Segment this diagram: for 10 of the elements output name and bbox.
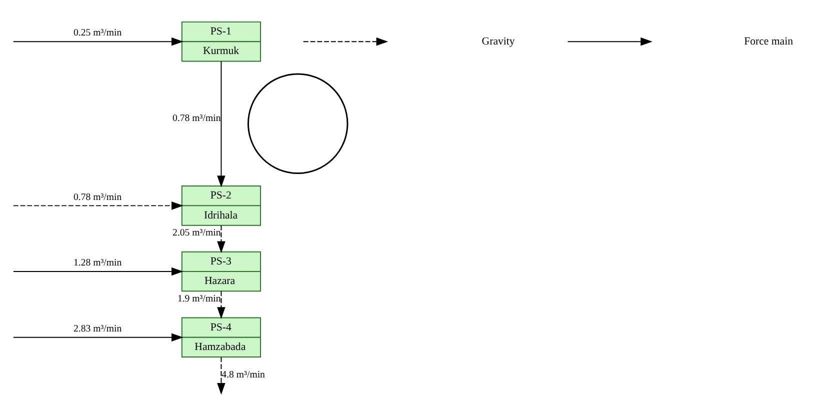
- edge-label: 0.78 m³/min: [73, 191, 122, 202]
- legend-label: Force main: [744, 34, 793, 47]
- edge-label: 2.83 m³/min: [73, 322, 122, 334]
- edge-label: 1.9 m³/min: [177, 292, 221, 304]
- edge-label: 1.28 m³/min: [73, 257, 122, 268]
- edge-label: 2.05 m³/min: [172, 226, 221, 238]
- edge-label: 0.78 m³/min: [172, 112, 221, 124]
- edge-label: 0.25 m³/min: [73, 27, 122, 38]
- edge-label: 4.8 m³/min: [222, 369, 265, 380]
- legend-label: Gravity: [482, 34, 515, 47]
